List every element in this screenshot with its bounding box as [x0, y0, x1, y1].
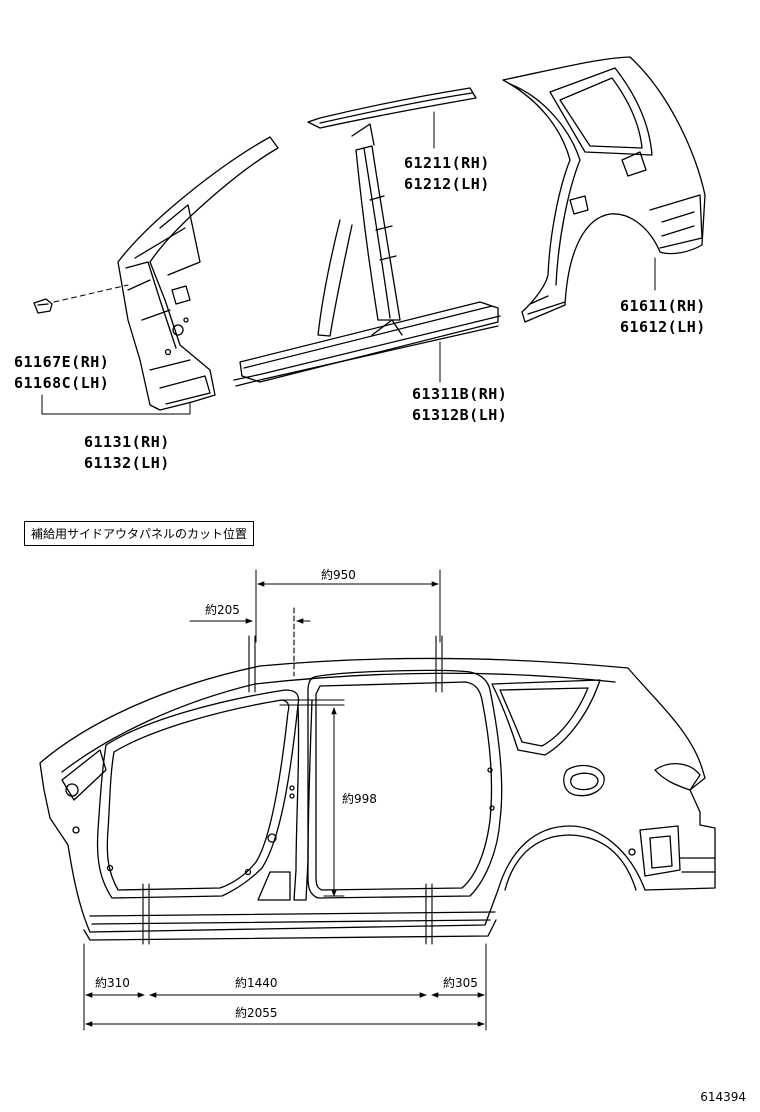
label-quarter-lh: 61612(LH) — [620, 318, 706, 336]
dim-bottom-mid: 約1440 — [234, 976, 279, 990]
illustration-code: 614394 — [700, 1090, 746, 1104]
label-rocker-rh: 61311B(RH) — [412, 385, 508, 403]
center-pillar-drawing — [317, 145, 401, 337]
label-clip-rh: 61167E(RH) — [14, 353, 110, 371]
label-front-pillar-rh: 61131(RH) — [84, 433, 170, 451]
dim-bottom-left: 約310 — [94, 976, 131, 990]
label-rocker-lh: 61312B(LH) — [412, 406, 508, 424]
cut-position-title: 補給用サイドアウタパネルのカット位置 — [24, 521, 255, 546]
rocker-panel-drawing — [233, 301, 501, 387]
dimension-lines — [83, 569, 487, 1031]
cut-lines — [142, 607, 443, 945]
dim-top-small: 約205 — [204, 603, 241, 617]
front-pillar-drawing — [117, 136, 279, 411]
label-clip-lh: 61168C(LH) — [14, 374, 110, 392]
dim-top-span: 約950 — [320, 568, 357, 582]
roof-rail-drawing — [307, 87, 477, 146]
label-front-pillar-lh: 61132(LH) — [84, 454, 170, 472]
label-roof-rail-rh: 61211(RH) — [404, 154, 490, 172]
quarter-panel-drawing — [502, 56, 706, 323]
label-quarter-rh: 61611(RH) — [620, 297, 706, 315]
label-roof-rail-lh: 61212(LH) — [404, 175, 490, 193]
side-outer-panel-drawing — [39, 657, 716, 941]
clip-drawing — [33, 284, 129, 314]
dim-bottom-total: 約2055 — [234, 1006, 279, 1020]
dim-height: 約998 — [341, 792, 378, 806]
dim-bottom-right: 約305 — [442, 976, 479, 990]
